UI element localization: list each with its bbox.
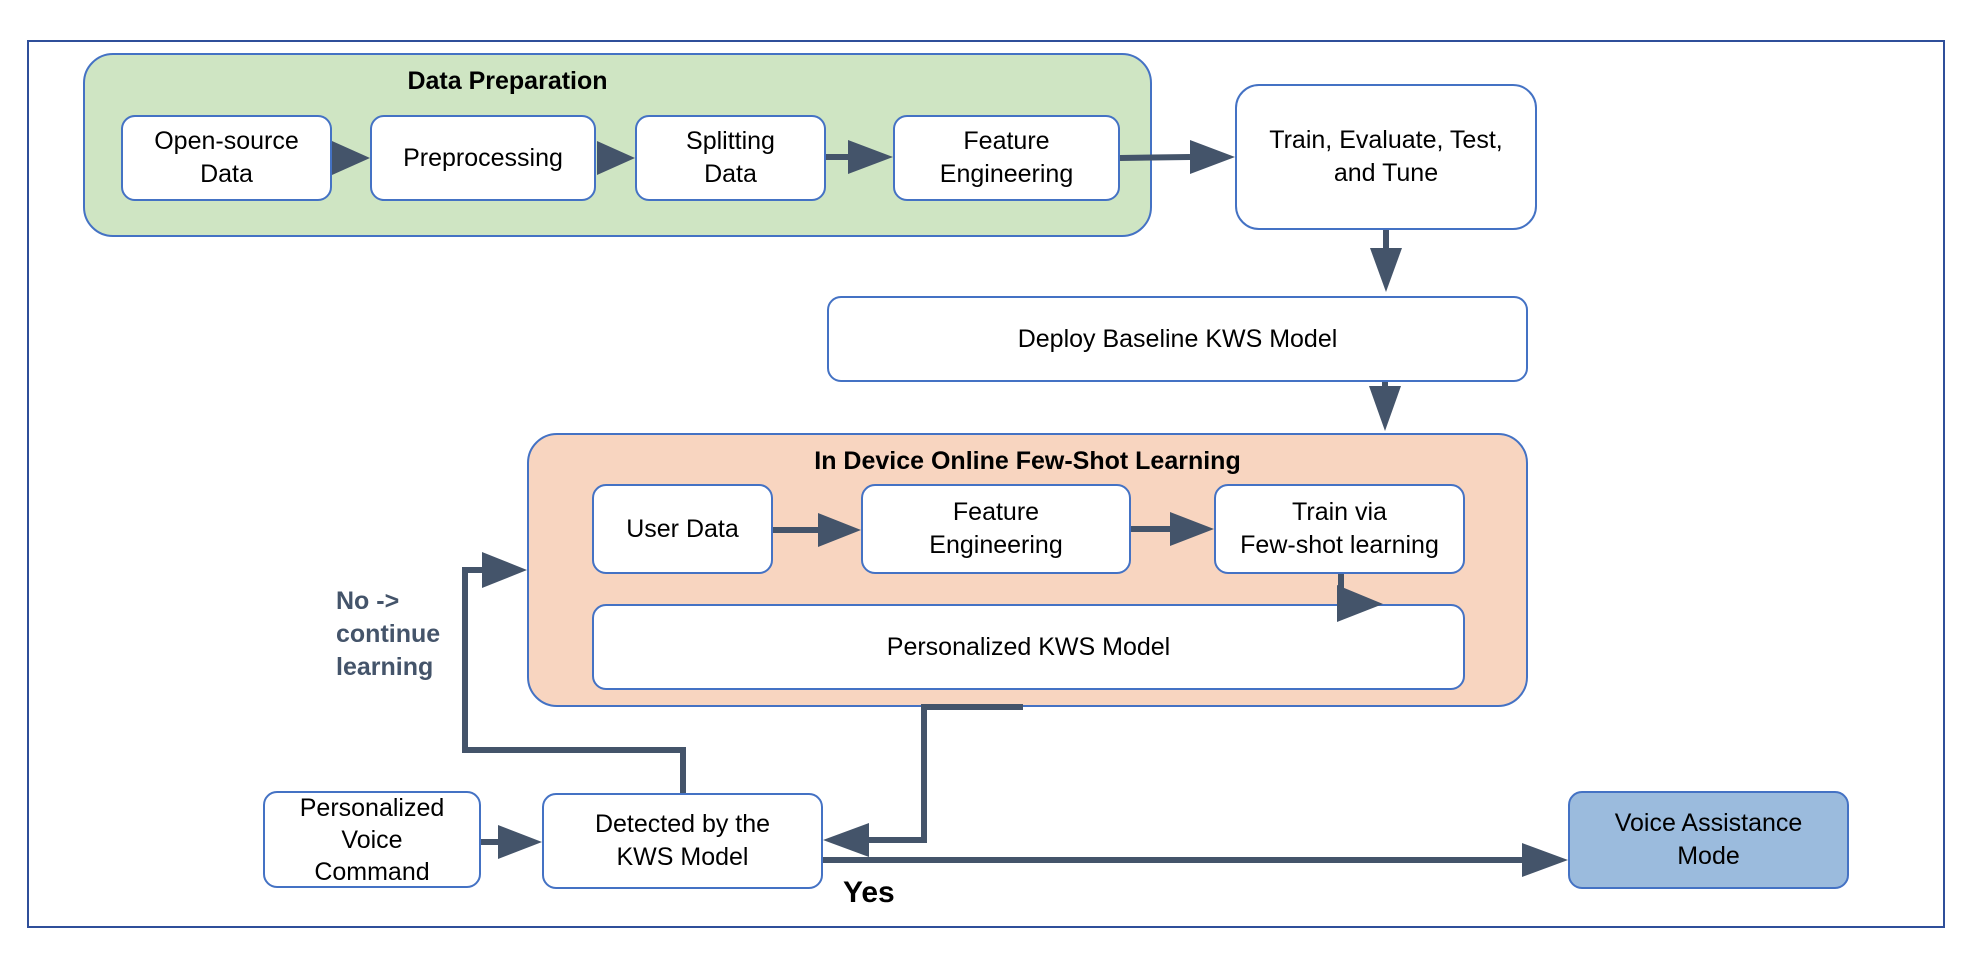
arrow-train-to-deploy — [1370, 248, 1402, 292]
voice-command-box: Personalized Voice Command — [263, 791, 481, 888]
open-source-data-box: Open-source Data — [121, 115, 332, 201]
train-few-shot-box: Train via Few-shot learning — [1214, 484, 1465, 574]
arrow-preprocessing-to-splitting — [597, 141, 635, 175]
voice-assistance-mode-box: Voice Assistance Mode — [1568, 791, 1849, 889]
arrow-fewshot-to-personalized — [1337, 585, 1383, 622]
user-data-box: User Data — [592, 484, 773, 574]
online-learning-title: In Device Online Few-Shot Learning — [814, 447, 1241, 475]
deploy-baseline-box: Deploy Baseline KWS Model — [827, 296, 1528, 382]
arrow-open-source-to-preprocessing — [332, 141, 370, 175]
line-feature-to-train — [1119, 154, 1191, 161]
feature-engineering-device-box: Feature Engineering — [861, 484, 1131, 574]
yes-label: Yes — [843, 876, 895, 909]
arrow-userdata-to-feature — [818, 513, 861, 547]
line-personalized-to-detected — [869, 704, 1023, 843]
arrow-personalized-to-detected — [823, 823, 869, 857]
arrow-feature-to-train — [1190, 140, 1235, 174]
arrow-command-to-detected — [498, 825, 542, 859]
arrow-no-to-learning — [482, 552, 527, 588]
train-evaluate-box: Train, Evaluate, Test, and Tune — [1235, 84, 1537, 230]
arrow-detected-to-voice-mode — [1522, 843, 1568, 877]
arrow-feature-to-fewshot — [1170, 512, 1214, 546]
data-preparation-title: Data Preparation — [407, 67, 608, 95]
arrow-splitting-to-feature — [848, 140, 893, 174]
feature-engineering-box: Feature Engineering — [893, 115, 1120, 201]
detected-box: Detected by the KWS Model — [542, 793, 823, 889]
line-no-to-learning — [462, 567, 686, 793]
arrow-deploy-to-learning — [1369, 386, 1401, 431]
diagram-frame — [27, 40, 1945, 928]
personalized-model-box: Personalized KWS Model — [592, 604, 1465, 690]
no-continue-learning-label: No -> continue learning — [336, 587, 441, 681]
splitting-data-box: Splitting Data — [635, 115, 826, 201]
preprocessing-box: Preprocessing — [370, 115, 596, 201]
